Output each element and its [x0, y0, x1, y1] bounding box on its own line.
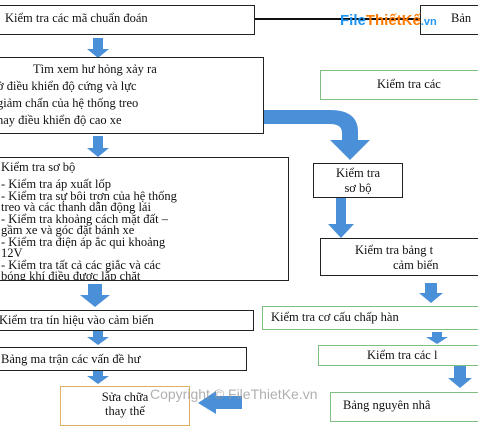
check-parts-box: Kiểm tra các l — [318, 345, 478, 366]
check-parts-text: Kiểm tra các l — [367, 348, 438, 362]
down-arrow-1 — [87, 38, 109, 58]
find-fault-box: Tìm xem hư hỏng xảy ra ở điều khiển độ c… — [0, 57, 264, 134]
sensor-signal-text: Kiểm tra tín hiệu vào cảm biến — [0, 313, 154, 327]
down-arrow-2 — [87, 136, 109, 157]
prelim-small-line-2: sơ bộ — [344, 181, 372, 195]
problem-matrix-text: Bảng ma trận các vấn đề hư — [1, 352, 141, 366]
preliminary-list-box: Kiểm tra sơ bộ - Kiểm tra áp xuất lốp - … — [0, 157, 289, 281]
preliminary-small-box: Kiểm tra sơ bộ — [313, 163, 403, 198]
prelim-line-5: gầm xe và góc đặt bánh xe — [1, 223, 135, 237]
down-arrow-3 — [80, 284, 110, 307]
find-fault-line-2: ở điều khiển độ cứng và lực — [0, 79, 137, 93]
top-right-box: Bản — [420, 5, 478, 35]
sensor-table-line-2: cảm biến — [393, 258, 439, 272]
sensor-signal-box: Kiểm tra tín hiệu vào cảm biến — [0, 310, 254, 331]
prelim-line-6: - Kiểm tra điện áp ắc qui khoảng — [1, 234, 166, 249]
prelim-line-9: bóng khí điều được lắp chặt — [1, 269, 141, 281]
actuator-box: Kiểm tra cơ cấu chấp hàn — [262, 306, 478, 330]
down-arrow-4 — [87, 330, 109, 345]
sensor-table-box: Kiểm tra bảng t cảm biến — [320, 238, 478, 276]
watermark-copyright: Copyright © FileThietKe.vn — [150, 386, 318, 402]
check-codes-text: Kiểm tra các mã chuẩn đoán — [5, 11, 148, 25]
problem-matrix-box: Bảng ma trận các vấn đề hư — [0, 347, 247, 371]
down-arrow-right-4 — [448, 365, 472, 388]
cause-table-box: Bảng nguyên nhâ — [330, 392, 478, 422]
find-fault-line-3: giảm chấn của hệ thống treo — [0, 96, 139, 110]
down-arrow-right-2 — [419, 283, 443, 303]
down-arrow-right-1 — [328, 198, 354, 238]
prelim-line-2: - Kiểm tra sự bôi trơn của hệ thống — [1, 188, 177, 203]
find-fault-line-1: Tìm xem hư hỏng xảy ra — [33, 62, 157, 76]
prelim-line-0: Kiểm tra sơ bộ — [1, 160, 76, 174]
prelim-line-1: - Kiểm tra áp xuất lốp — [1, 177, 112, 191]
sensor-table-line-1: Kiểm tra bảng t — [355, 243, 434, 257]
watermark-logo: FileThiếtKế.vn — [340, 12, 437, 29]
down-arrow-right-3 — [426, 332, 448, 344]
prelim-line-3: treo và các thanh dẫn động lái — [1, 200, 151, 214]
prelim-small-line-1: Kiểm tra — [335, 166, 381, 180]
prelim-line-8: - Kiểm tra tất cả các giắc và các — [1, 257, 161, 272]
curved-arrow — [264, 110, 370, 160]
check-codes-box: Kiểm tra các mã chuẩn đoán — [0, 5, 255, 35]
connectors — [80, 18, 472, 414]
cause-table-text: Bảng nguyên nhâ — [343, 398, 431, 412]
logo-thietke-text: ThiếtKế — [365, 12, 421, 29]
prelim-line-7: 12V — [1, 246, 23, 260]
repair-line-1: Sửa chữa — [101, 390, 149, 404]
right-check-text: Kiểm tra các — [377, 77, 441, 91]
down-arrow-5 — [87, 371, 109, 384]
left-arrow — [198, 391, 242, 414]
logo-vn-text: .vn — [420, 16, 437, 28]
actuator-text: Kiểm tra cơ cấu chấp hàn — [271, 310, 399, 324]
right-check-box: Kiểm tra các — [320, 70, 478, 100]
prelim-line-4: - Kiểm tra khoảng cách mặt đất – — [1, 211, 168, 226]
logo-file-text: File — [340, 12, 366, 29]
repair-line-2: thay thế — [105, 404, 145, 418]
find-fault-line-4: hay điều khiển độ cao xe — [0, 113, 122, 127]
top-right-text: Bản — [451, 11, 472, 25]
